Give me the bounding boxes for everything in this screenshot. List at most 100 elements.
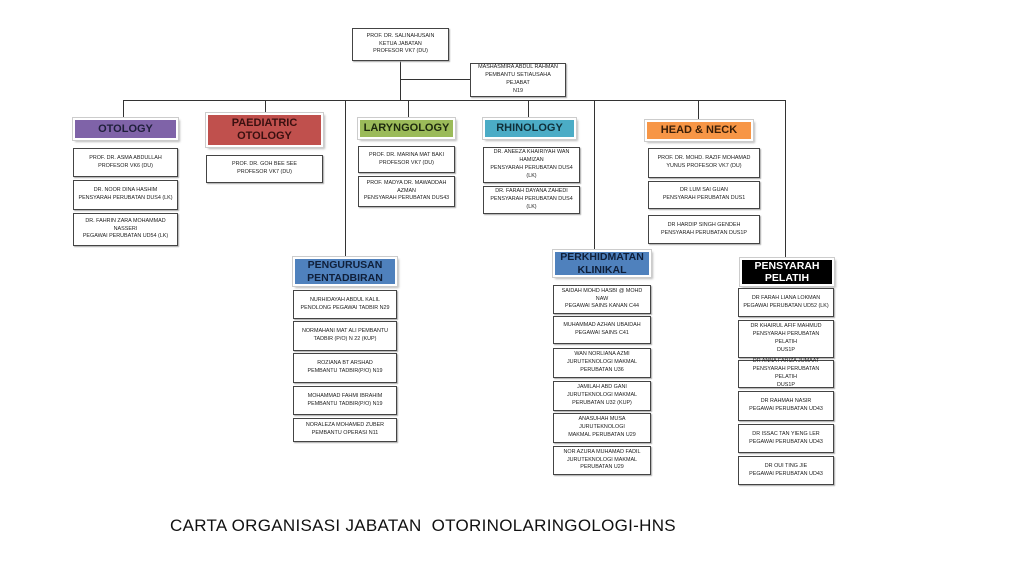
staff-text: PERUBATAN U36 [580, 366, 624, 373]
unit-header-rhinology: RHINOLOGY [482, 117, 577, 140]
staff-text: PENSYARAH PERUBATAN DUS4 (LK) [490, 165, 573, 179]
staff-text: JURUTEKNOLOGI MAKMAL [566, 392, 638, 399]
staff-text: DR RAHMAH NASIR [760, 398, 812, 405]
unit-header-pengurusan-pentadbiran: PENGURUSAN PENTADBIRAN [292, 256, 398, 287]
staff-text: PEGAWAI SAINS KANAN C44 [565, 303, 639, 310]
staff-text: NOR AZURA MUHAMAD FADIL [563, 448, 641, 455]
staff-text: WAN NORLIANA AZMI [574, 351, 630, 358]
staff-text: PEGAWAI PERUBATAN UD43 [749, 406, 823, 412]
staff-text: PEMBANTU TADBIR(P/O) N19 [307, 400, 383, 407]
staff-text: DUS1P [777, 381, 795, 388]
staff-text: PEGAWAI PERUBATAN UD54 (LK) [82, 233, 169, 240]
staff-text: PEGAWAI PERUBATAN UD43 [749, 470, 823, 477]
unit-header-paediatric-otology: PAEDIATRIC OTOLOGY [205, 112, 324, 148]
secretary-name: MASHASMIRA ABDUL RAHMAN [478, 64, 558, 71]
staff-text: PENSYARAH PERUBATAN DUS4 (LK) [490, 196, 573, 210]
staff-text: NURHIDAYAH ABDUL KALIL [310, 296, 380, 303]
staff-text: DR OUI TING JIE [764, 462, 808, 469]
staff-text: PROF. DR. MOHD. RAZIF MOHAMAD [657, 155, 751, 162]
staff-text: PROFESOR VK7 (DU) [237, 169, 292, 175]
staff-text: MOHAMMAD FAHMI IBRAHIM [307, 392, 383, 399]
staff-text: MUHAMMAD AZHAN UBAIDAH [563, 322, 641, 329]
chart-title: CARTA ORGANISASI JABATAN OTORINOLARINGOL… [170, 516, 676, 535]
staff-text: PEGAWAI PERUBATAN UD43 [749, 438, 823, 445]
staff-text: DR KHAIRUL AFIF MAHMUD [750, 323, 822, 330]
staff-text: PEMBANTU OPERASI N11 [311, 430, 379, 436]
staff-text: AZMAN [397, 187, 416, 194]
staff-text: YUNUS PROFESOR VK7 (DU) [666, 163, 742, 169]
connector-line [345, 100, 346, 257]
staff-text: PROFESOR VK6 (DU) [98, 162, 153, 169]
staff-text: PERUBATAN U32 (KUP) [572, 399, 632, 406]
unit-header-laryngology: LARYNGOLOGY [357, 117, 456, 140]
staff-text: PENSYARAH PERUBATAN DUS1P [661, 229, 747, 236]
staff-text: PEGAWAI SAINS C41 [575, 330, 629, 336]
unit-header-head-neck: HEAD & NECK [644, 119, 754, 142]
secretary-role: PEMBANTU SETIAUSAHA PEJABAT [485, 72, 551, 86]
staff-text: PENSYARAH PERUBATAN PELATIH [752, 331, 820, 345]
staff-text: PROF. DR. ASMA ABDULLAH [89, 154, 162, 161]
staff-text: DR ANNA FARIZA JUMAAT [752, 358, 820, 365]
connector-line [265, 100, 266, 113]
staff-text: MAKMAL PERUBATAN U29 [568, 431, 636, 438]
connector-line [698, 100, 699, 120]
staff-text: DUS1P [777, 346, 795, 353]
staff-text: DR FARAH LIANA LOKMAN [751, 294, 821, 301]
staff-text: NASSERI [113, 225, 138, 232]
secretary-grade: N19 [513, 87, 523, 94]
staff-text: DR. FARAH DAYANA ZAHEDI [495, 188, 568, 195]
secretary-box: MASHASMIRA ABDUL RAHMAN PEMBANTU SETIAUS… [470, 63, 566, 97]
connector-line [785, 100, 786, 258]
head-name: PROF. DR. SALINAHUSAIN [366, 32, 435, 39]
staff-text: PEGAWAI PERUBATAN UD52 (LK) [743, 302, 829, 309]
unit-header-pensyarah-pelatih: PENSYARAH PELATIH [739, 257, 835, 287]
unit-header-perkhidmatan-klinikal: PERKHIDMATAN KLINIKAL [552, 249, 652, 278]
staff-text: DR. ANEEZA KHAIRIYAH WAN [493, 149, 570, 156]
staff-text: ROZIANA BT ARSHAD [317, 360, 373, 367]
staff-text: DR HARDIP SINGH GENDEH [667, 221, 741, 228]
staff-text: DR. NOOR DINA HASHIM [93, 187, 158, 194]
connector-line [408, 100, 409, 118]
staff-text: JAMILAH ABD GANI [577, 384, 627, 391]
head-role: KETUA JABATAN [379, 40, 422, 47]
connector-line [123, 100, 786, 101]
staff-text: PENSYARAH PERUBATAN PELATIH [752, 366, 820, 380]
connector-line [400, 79, 470, 80]
staff-text: DR. FAHRIN ZARA MOHAMMAD [85, 217, 166, 224]
staff-text: DR ISSAC TAN YIENG LER [752, 430, 820, 437]
staff-text: PENSYARAH PERUBATAN DUS1 [662, 195, 746, 201]
staff-text: PERUBATAN U29 [580, 464, 624, 471]
connector-line [528, 100, 529, 118]
staff-text: PEMBANTU TADBIR(P/O) N19 [307, 368, 383, 374]
staff-text: SAIDAH MOHD HASBI @ MOHD NAW [561, 287, 643, 302]
staff-text: ANASUHAH MUSA JURUTEKNOLOGI [578, 416, 626, 431]
connector-line [594, 100, 595, 250]
staff-text: PENSYARAH PERUBATAN DUS4 (LK) [78, 195, 173, 201]
connector-line [400, 61, 401, 101]
staff-text: JURUTEKNOLOGI MAKMAL [566, 456, 638, 463]
staff-text: NORMAHANI MAT ALI PEMBANTU [301, 328, 389, 335]
